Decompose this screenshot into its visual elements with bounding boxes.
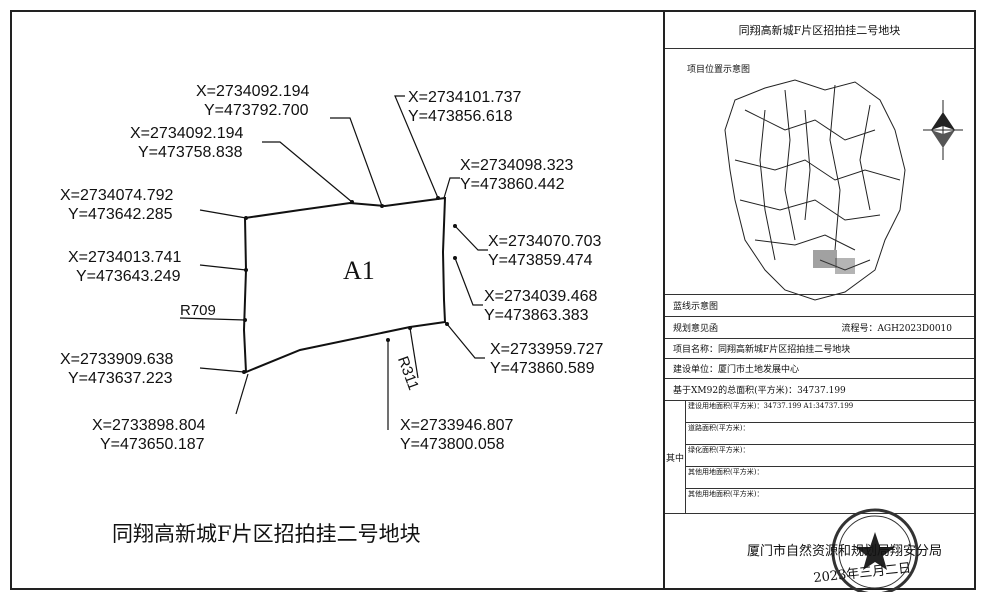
opinion-row: 规划意见函 流程号：AGH2023D0010 (665, 316, 974, 338)
area-breakdown: 其中 建设用地面积(平方米)：34737.199 A1:34737.199 道路… (665, 400, 974, 514)
drawing-title: 同翔高新城F片区招拍挂二号地块 (112, 522, 421, 546)
breakdown-row: 绿化面积(平方米)： (685, 445, 974, 467)
location-map (724, 79, 906, 301)
parcel-map (179, 95, 488, 430)
parcel-boundary (242, 196, 447, 374)
area-total-row: 基于XM92的总面积(平方米)：34737.199 (665, 378, 974, 400)
breakdown-row: 其他用地面积(平方米)： (688, 490, 764, 498)
breakdown-side-label: 其中 (665, 401, 686, 513)
frame-divider (663, 10, 665, 590)
builder-row: 建设单位：厦门市土地发展中心 (665, 358, 974, 378)
road-label-r709: R709 (180, 302, 216, 319)
serial-number: 流程号：AGH2023D0010 (841, 324, 952, 334)
breakdown-row: 道路面积(平方米)： (685, 423, 974, 445)
parcel-label: A1 (343, 256, 375, 285)
redline-caption-row: 蓝线示意图 (665, 294, 974, 316)
location-caption: 项目位置示意图 (687, 65, 751, 75)
leader-lines (179, 95, 488, 430)
panel-title: 同翔高新城F片区招拍挂二号地块 (665, 12, 974, 49)
info-panel: 同翔高新城F片区招拍挂二号地块 项目位置示意图 蓝线示意图 规划意见函 流程号：… (665, 12, 974, 592)
compass-icon (923, 100, 963, 160)
breakdown-row: 建设用地面积(平方米)：34737.199 A1:34737.199 (685, 401, 974, 423)
breakdown-row: 其他用地面积(平方米)： (685, 467, 974, 489)
official-seal (831, 508, 919, 592)
project-name-row: 项目名称：同翔高新城F片区招拍挂二号地块 (665, 338, 974, 358)
issuing-bureau: 厦门市自然资源和规划局翔安分局 (747, 544, 943, 559)
